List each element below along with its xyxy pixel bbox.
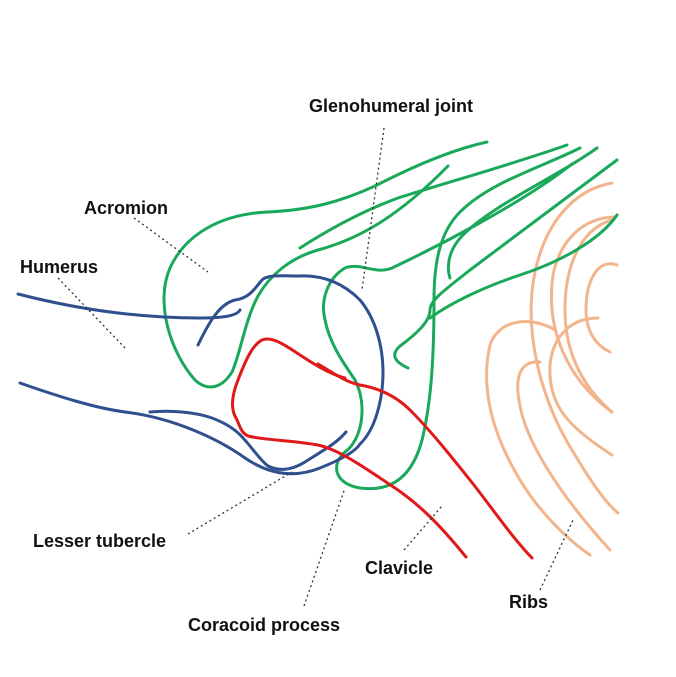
scapula-lateral-border bbox=[428, 213, 619, 320]
scapula-border-outline bbox=[322, 146, 582, 491]
scapula-lower-border bbox=[393, 158, 619, 370]
humerus-lower-shaft bbox=[18, 274, 385, 476]
lesser-tubercle-outline bbox=[148, 409, 348, 471]
humerus-upper-shaft bbox=[16, 292, 242, 320]
rib-outline bbox=[529, 181, 620, 515]
leader-humerus bbox=[57, 277, 126, 349]
scapula-upper-edge bbox=[446, 146, 599, 280]
coracoid-outline bbox=[230, 337, 468, 559]
leader-lesser-tubercle bbox=[187, 471, 293, 535]
labels: Glenohumeral joint Acromion Humerus Less… bbox=[20, 96, 548, 635]
label-coracoid-process: Coracoid process bbox=[188, 615, 340, 635]
label-glenohumeral-joint: Glenohumeral joint bbox=[309, 96, 473, 116]
rib-outline bbox=[549, 215, 616, 414]
rib-outline bbox=[485, 320, 592, 557]
label-lesser-tubercle: Lesser tubercle bbox=[33, 531, 166, 551]
clavicle-outline bbox=[316, 362, 534, 560]
rib-outline bbox=[584, 262, 619, 354]
leader-glenohumeral bbox=[361, 127, 385, 291]
leader-acromion bbox=[133, 217, 209, 273]
label-clavicle: Clavicle bbox=[365, 558, 433, 578]
acromion-outline bbox=[162, 140, 489, 389]
leader-lines bbox=[57, 127, 575, 607]
leader-ribs bbox=[539, 517, 575, 591]
rib-outline bbox=[516, 360, 612, 552]
rib-outline bbox=[563, 218, 614, 414]
leader-coracoid bbox=[303, 487, 346, 607]
label-acromion: Acromion bbox=[84, 198, 168, 218]
humerus-outlines bbox=[16, 274, 385, 476]
ribs-outlines bbox=[485, 181, 620, 557]
rib-outline bbox=[548, 316, 614, 457]
scapula-spine-outline bbox=[298, 143, 569, 250]
clavicle-outlines bbox=[230, 337, 534, 560]
label-humerus: Humerus bbox=[20, 257, 98, 277]
label-ribs: Ribs bbox=[509, 592, 548, 612]
leader-clavicle bbox=[403, 505, 443, 551]
